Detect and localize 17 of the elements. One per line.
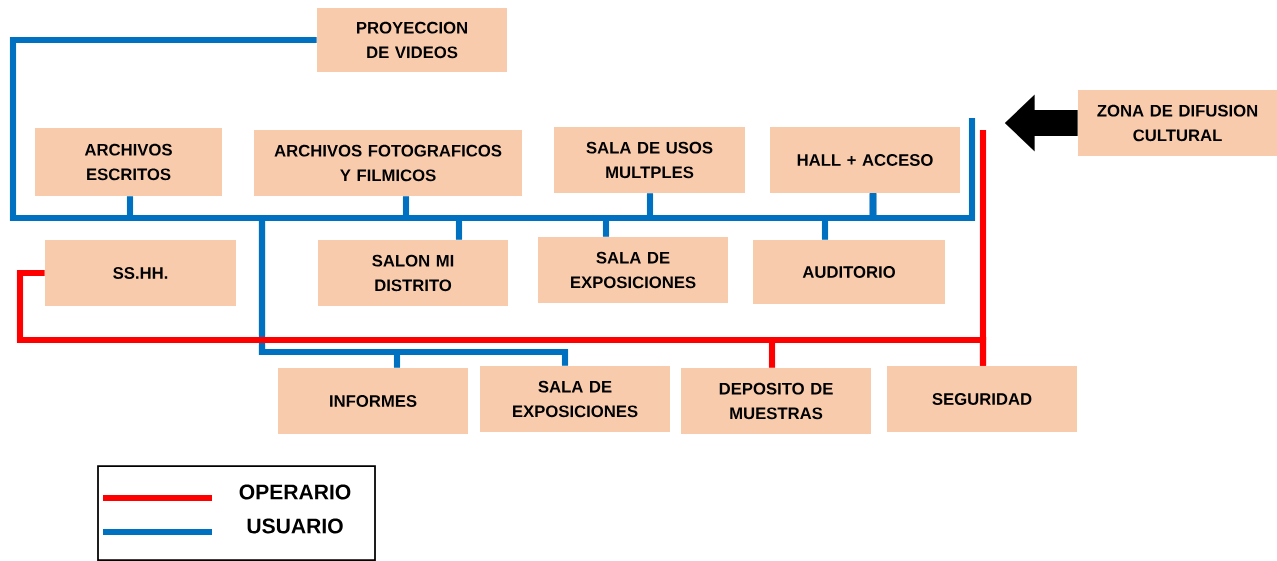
room-box: SS.HH. — [45, 240, 236, 306]
room-box: SALON MI DISTRITO — [318, 240, 508, 306]
room-box: AUDITORIO — [753, 240, 945, 304]
legend-label: OPERARIO — [239, 484, 351, 500]
room-box: SALA DE EXPOSICIONES — [538, 237, 728, 303]
room-box: PROYECCION DE VIDEOS — [317, 8, 507, 72]
room-box: ARCHIVOS ESCRITOS — [35, 128, 222, 196]
room-box: SALA DE EXPOSICIONES — [480, 366, 670, 432]
room-box: DEPOSITO DE MUESTRAS — [681, 368, 871, 434]
room-box: HALL + ACCESO — [770, 127, 960, 193]
room-box: ARCHIVOS FOTOGRAFICOS Y FILMICOS — [254, 130, 522, 196]
room-box: ZONA DE DIFUSION CULTURAL — [1078, 90, 1277, 156]
connector-line — [768, 336, 987, 368]
room-box: INFORMES — [278, 368, 468, 434]
legend-label: USUARIO — [247, 518, 343, 534]
room-box: SEGURIDAD — [887, 366, 1077, 432]
room-box: SALA DE USOS MULTPLES — [554, 127, 745, 193]
